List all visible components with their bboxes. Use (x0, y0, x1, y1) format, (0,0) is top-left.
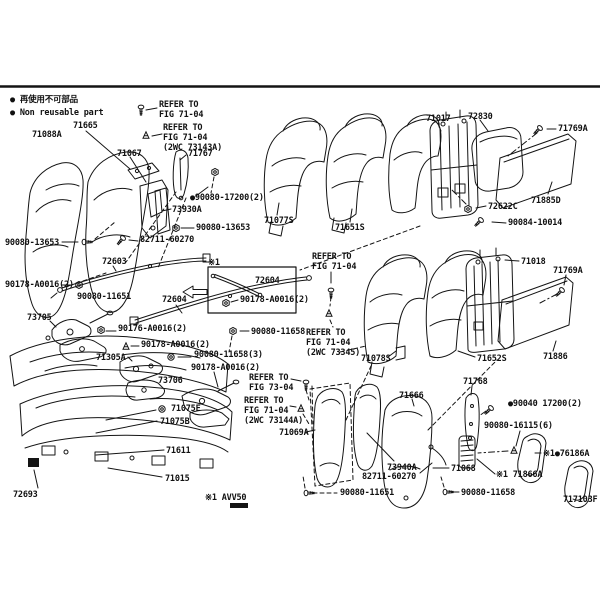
seat-frame-71017 (429, 115, 479, 219)
part-label-71075E: 71075E (171, 404, 201, 414)
part-label-72604-m: 72604 (162, 295, 187, 305)
part-label-90080-13653-r: 90080-13653 (196, 223, 251, 233)
part-label-71088A: 71088A (32, 130, 62, 140)
part-label-ref-5: REFER TO FIG 73-04 (249, 373, 294, 394)
part-label-90080-11651-m: 90080-11651 (77, 292, 132, 302)
part-label-legend-en: ● Non reusable part (10, 108, 104, 118)
part-label-71885D: 71885D (531, 196, 561, 206)
lock-71067 (139, 179, 169, 239)
cushion-71611 (9, 335, 229, 393)
bezel-73930A (154, 187, 171, 235)
part-label-ref-3: REFER TO FIG 71-04 (312, 252, 357, 273)
substitution-arrow (182, 285, 208, 299)
part-label-72604-b: 72604 (255, 276, 280, 286)
part-label-73705: 73705 (27, 313, 52, 323)
part-label-90178-A0016-3: 90178-A0016(2) (191, 363, 260, 373)
cable-72603 (61, 257, 207, 292)
part-label-71665: 71665 (73, 121, 98, 131)
hinge-73706 (181, 388, 231, 416)
part-label-figure-code: 717103F (563, 495, 598, 505)
part-label-71018: 71018 (521, 257, 546, 267)
part-label-72830: 72830 (468, 112, 493, 122)
part-label-71069A: 71069A (279, 428, 309, 438)
bracket-71768 (464, 393, 480, 452)
variant-box (207, 266, 297, 314)
part-label-90080-11651-b: 90080-11651 (340, 488, 395, 498)
pad-76186A-2 (564, 460, 594, 509)
part-label-71078S: 71078S (361, 354, 391, 364)
part-label-90040-17200: ●90040 17200(2) (508, 399, 582, 409)
hinge-71305A (119, 355, 163, 383)
part-label-90080-17200: ●90080-17200(2) (190, 193, 264, 203)
part-label-90080-11658-3: 90080-11658(3) (194, 350, 263, 360)
cushion-frame-71015 (19, 385, 233, 441)
part-label-73706: 73706 (158, 376, 183, 386)
pad-73940A (352, 383, 382, 471)
hinge-73705 (51, 319, 92, 346)
part-label-90080-16115: 90080-16115(6) (484, 421, 553, 431)
part-label-footnote-def: ※1 AVV50 (205, 493, 247, 503)
part-label-72693: 72693 (13, 490, 38, 500)
part-label-71075B: 71075B (160, 417, 190, 427)
part-label-71666: 71666 (399, 391, 424, 401)
part-label-90084-10014: 90084-10014 (508, 218, 563, 228)
part-label-71015: 71015 (165, 474, 190, 484)
part-label-71886: 71886 (543, 352, 568, 362)
part-label-71067: 71067 (117, 149, 142, 159)
seatback-71651S (325, 117, 387, 222)
part-label-ref-2: REFER TO FIG 71-04 (2WC 73143A) (163, 123, 223, 154)
part-label-73940A: 73940A (387, 463, 417, 473)
part-label-90178-A0016-box: 90178-A0016(2) (240, 295, 309, 305)
seat-cover-71665 (85, 151, 150, 313)
part-72693 (28, 458, 39, 467)
seatback-71078S (363, 257, 428, 365)
pad-71666 (381, 395, 433, 509)
part-label-71767: 71767 (188, 149, 213, 159)
seat-frame-71018 (465, 254, 515, 353)
part-label-71769A-t: 71769A (558, 124, 588, 134)
part-label-71611: 71611 (166, 446, 191, 456)
part-label-71305A: 71305A (96, 353, 126, 363)
seatback-71652S (425, 254, 487, 359)
seatback-71077S (263, 120, 328, 226)
footnote-underline (230, 503, 248, 508)
part-label-71769A-b: 71769A (553, 266, 583, 276)
part-label-90176-A0016: 90176-A0016(2) (118, 324, 187, 334)
part-label-71768: 71768 (463, 377, 488, 387)
part-label-71651S: 71651S (335, 223, 365, 233)
board-71885D (495, 133, 577, 209)
strap-71767 (172, 149, 189, 199)
vent-71866A (458, 435, 476, 469)
part-label-ref-4: REFER TO FIG 71-04 (2WC 73345) (306, 328, 361, 359)
part-label-76186A: ※1●76186A (543, 449, 590, 459)
pad-76186A (517, 433, 547, 484)
part-label-90080-13653-l: 90080-13653 (5, 238, 60, 248)
part-label-90080-11658-b: 90080-11658 (461, 488, 516, 498)
part-label-71068: 71068 (451, 464, 476, 474)
part-label-90178-A0016-2: 90178-A0016(2) (141, 340, 210, 350)
part-label-legend-jp: ● 再使用不可部品 (10, 95, 78, 105)
part-label-71017: 71017 (426, 114, 451, 124)
part-label-90178-A0016-1: 90178-A0016(2) (5, 280, 74, 290)
part-label-82711-60270-b: 82711-60270 (362, 472, 417, 482)
part-label-ref-1: REFER TO FIG 71-04 (159, 100, 204, 121)
part-label-72622C: 72622C (488, 202, 518, 212)
armrest-72830 (471, 127, 524, 192)
part-label-72603: 72603 (102, 257, 127, 267)
pad-71069A (312, 388, 347, 488)
part-label-71652S: 71652S (477, 354, 507, 364)
part-label-71866A: ※1 71866A (496, 470, 543, 480)
part-label-fn-box: ※1 (208, 258, 220, 268)
part-label-73930A: 73930A (172, 205, 202, 215)
part-label-82711-60270-t: 82711-60270 (140, 235, 195, 245)
cable-72604 (134, 276, 308, 324)
part-label-ref-6: REFER TO FIG 71-04 (2WC 73144A) (244, 396, 304, 427)
part-label-90080-11658-r: 90080-11658 (251, 327, 306, 337)
part-label-71077S: 71077S (264, 216, 294, 226)
